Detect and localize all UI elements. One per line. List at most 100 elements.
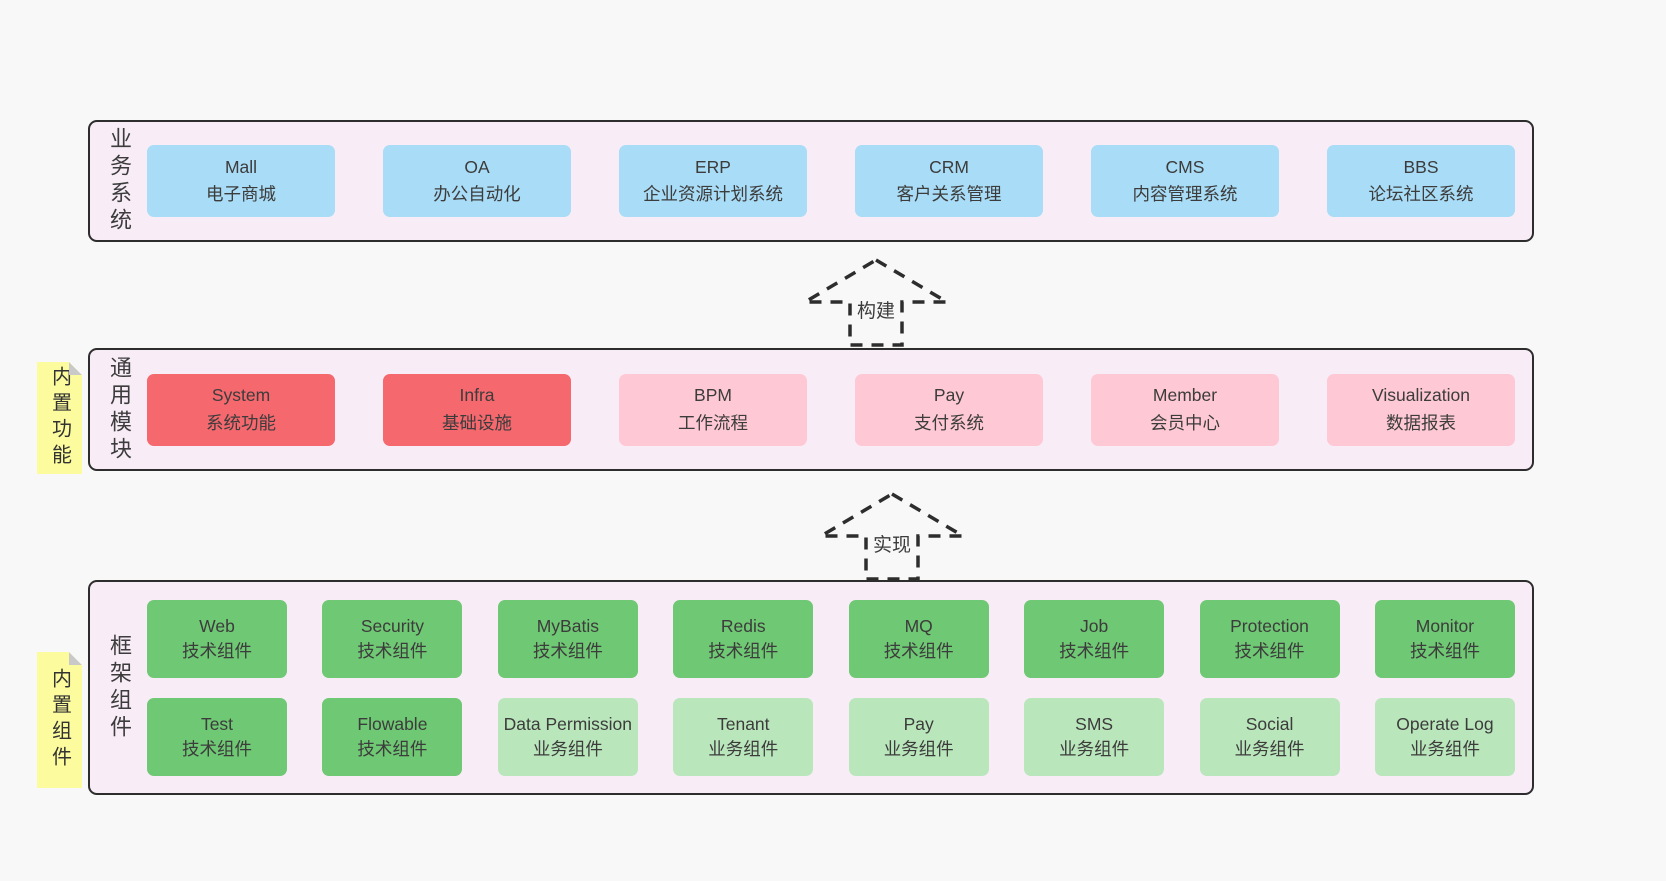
node-mybatis: MyBatis 技术组件: [497, 599, 638, 678]
node-title: Data Permission: [503, 714, 633, 735]
node-subtitle: 技术组件: [357, 640, 428, 661]
arrow-implement: 实现: [817, 490, 967, 582]
layer-business-systems: 业务系统 Mall 电子商城 OA 办公自动化 ERP 企业资源计划系统 CRM…: [88, 120, 1534, 242]
node-subtitle: 会员中心: [1150, 412, 1220, 433]
node-oa: OA 办公自动化: [383, 145, 571, 217]
node-sms: SMS 业务组件: [1024, 697, 1165, 776]
node-subtitle: 系统功能: [206, 412, 276, 433]
sticky-text: 内置组件: [48, 668, 71, 772]
layer-framework-components: 框架组件 Web 技术组件 Security 技术组件 MyBatis 技术组件…: [88, 580, 1534, 795]
node-monitor: Monitor 技术组件: [1374, 599, 1515, 678]
node-subtitle: 论坛社区系统: [1368, 184, 1474, 204]
node-subtitle: 业务组件: [1059, 738, 1130, 759]
business-systems-boxes: Mall 电子商城 OA 办公自动化 ERP 企业资源计划系统 CRM 客户关系…: [132, 122, 1532, 240]
node-title: Pay: [933, 385, 965, 406]
node-subtitle: 技术组件: [532, 640, 603, 661]
node-subtitle: 技术组件: [182, 640, 252, 661]
node-data-permission: Data Permission 业务组件: [497, 697, 638, 776]
node-title: BBS: [1403, 156, 1439, 177]
node-title: OA: [464, 156, 490, 177]
node-title: Social: [1245, 714, 1294, 735]
node-pay: Pay 支付系统: [855, 373, 1043, 446]
biz-components-row: Test 技术组件 Flowable 技术组件 Data Permission …: [147, 697, 1515, 776]
node-title: Infra: [459, 385, 495, 406]
node-redis: Redis 技术组件: [673, 599, 814, 678]
sticky-built-in-features: 内置功能: [37, 362, 82, 474]
node-subtitle: 技术组件: [357, 738, 428, 759]
node-subtitle: 业务组件: [708, 738, 779, 759]
node-title: Tenant: [716, 714, 770, 735]
node-subtitle: 电子商城: [206, 184, 276, 204]
node-security: Security 技术组件: [322, 599, 463, 678]
node-title: SMS: [1075, 714, 1114, 735]
node-title: MyBatis: [536, 616, 599, 637]
up-arrow-icon: [801, 257, 951, 347]
node-subtitle: 客户关系管理: [896, 184, 1002, 204]
node-title: CMS: [1165, 156, 1205, 177]
node-title: MQ: [904, 616, 933, 637]
node-title: Member: [1152, 385, 1218, 406]
sticky-fold-icon: [69, 362, 82, 375]
sticky-built-in-components: 内置组件: [37, 652, 82, 788]
node-operate-log: Operate Log 业务组件: [1374, 697, 1515, 776]
node-title: BPM: [694, 385, 732, 406]
node-subtitle: 内容管理系统: [1132, 184, 1238, 204]
node-subtitle: 业务组件: [532, 738, 603, 759]
node-subtitle: 业务组件: [1234, 738, 1305, 759]
sticky-fold-icon: [69, 652, 82, 665]
node-title: Visualization: [1372, 385, 1470, 406]
node-subtitle: 业务组件: [1409, 738, 1480, 759]
arrow-implement-label: 实现: [869, 530, 915, 557]
node-web: Web 技术组件: [147, 599, 287, 678]
node-title: Protection: [1230, 616, 1309, 637]
node-title: Operate Log: [1396, 714, 1494, 735]
node-subtitle: 技术组件: [1409, 640, 1480, 661]
node-title: Mall: [224, 156, 258, 177]
node-crm: CRM 客户关系管理: [855, 145, 1043, 217]
tech-components-row: Web 技术组件 Security 技术组件 MyBatis 技术组件 Redi…: [147, 599, 1515, 678]
node-title: Pay: [903, 714, 934, 735]
node-erp: ERP 企业资源计划系统: [619, 145, 807, 217]
node-tenant: Tenant 业务组件: [673, 697, 814, 776]
node-pay-biz: Pay 业务组件: [848, 697, 989, 776]
node-title: Web: [199, 616, 235, 637]
layer-common-modules: 通用模块 System 系统功能 Infra 基础设施 BPM 工作流程 Pay…: [88, 348, 1534, 471]
node-subtitle: 企业资源计划系统: [643, 184, 783, 204]
node-subtitle: 技术组件: [708, 640, 779, 661]
node-title: Flowable: [357, 714, 428, 735]
node-subtitle: 技术组件: [1234, 640, 1305, 661]
node-subtitle: 基础设施: [442, 412, 512, 433]
sticky-text: 内置功能: [48, 366, 71, 470]
node-flowable: Flowable 技术组件: [322, 697, 463, 776]
node-title: Redis: [720, 616, 766, 637]
common-modules-boxes: System 系统功能 Infra 基础设施 BPM 工作流程 Pay 支付系统…: [132, 350, 1532, 469]
node-bbs: BBS 论坛社区系统: [1327, 145, 1515, 217]
node-mq: MQ 技术组件: [848, 599, 989, 678]
arrow-build-label: 构建: [853, 296, 899, 323]
node-title: Security: [360, 616, 425, 637]
up-arrow-icon: [817, 491, 967, 581]
node-system: System 系统功能: [147, 373, 335, 446]
node-title: CRM: [929, 156, 969, 177]
node-subtitle: 数据报表: [1386, 412, 1456, 433]
node-title: ERP: [695, 156, 731, 177]
node-subtitle: 技术组件: [1059, 640, 1130, 661]
node-title: Job: [1080, 616, 1109, 637]
node-mall: Mall 电子商城: [147, 145, 335, 217]
node-subtitle: 技术组件: [182, 738, 252, 759]
node-title: Test: [200, 714, 234, 735]
node-subtitle: 技术组件: [883, 640, 954, 661]
framework-components-grid: Web 技术组件 Security 技术组件 MyBatis 技术组件 Redi…: [132, 582, 1532, 793]
node-visualization: Visualization 数据报表: [1327, 373, 1515, 446]
layer-label-framework-components: 框架组件: [107, 633, 132, 742]
layer-label-business-systems: 业务系统: [107, 127, 132, 235]
node-test: Test 技术组件: [147, 697, 287, 776]
node-title: Monitor: [1415, 616, 1475, 637]
arrow-build: 构建: [801, 256, 951, 348]
node-member: Member 会员中心: [1091, 373, 1279, 446]
node-subtitle: 工作流程: [678, 412, 748, 433]
node-title: System: [211, 385, 271, 406]
node-infra: Infra 基础设施: [383, 373, 571, 446]
node-job: Job 技术组件: [1024, 599, 1165, 678]
